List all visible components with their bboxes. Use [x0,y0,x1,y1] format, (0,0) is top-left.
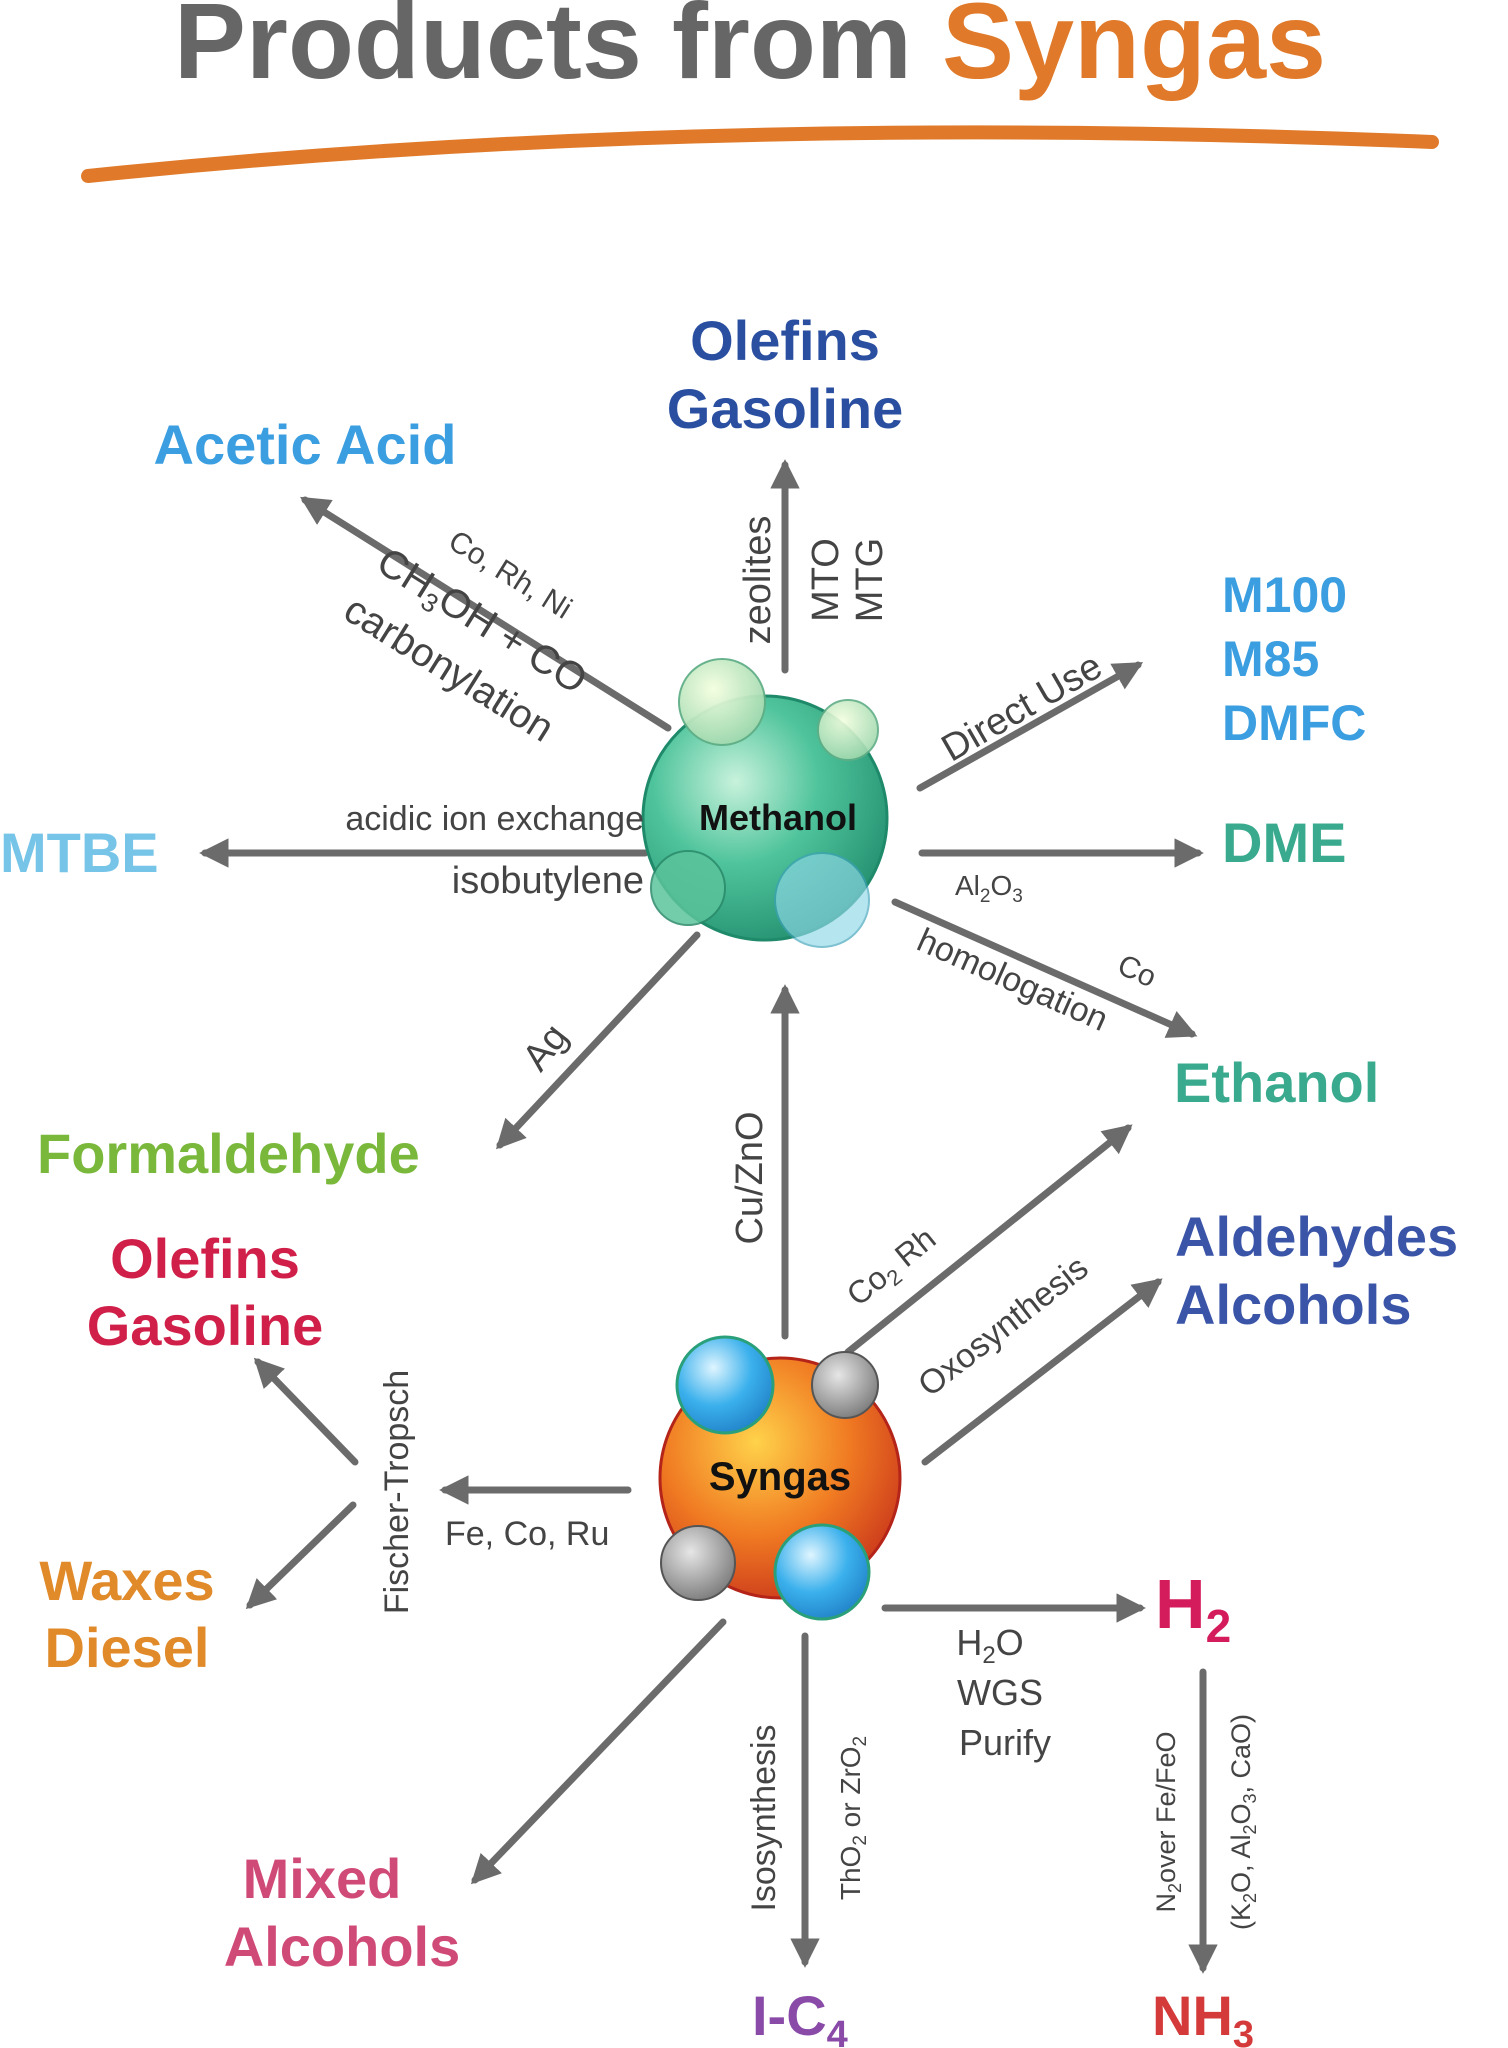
product-acetic-acid: Acetic Acid [154,413,457,476]
product-formaldehyde: Formaldehyde [37,1122,420,1185]
product-olefins-top: Olefins [690,309,880,372]
product-alcohols-mixed: Alcohols [224,1915,460,1978]
product-nh3: NH3 [1152,1984,1254,2048]
label-h2o: H2O [956,1622,1023,1669]
arrow-syngas-to-mixed-alcohols [470,1618,727,1885]
methanol-bubble [678,658,766,746]
label-tho2-zro2: ThO2 or ZrO2 [835,1736,871,1900]
label-acidic-ion-exchange: acidic ion exchange [345,800,644,838]
label-zeolites: zeolites [737,516,779,645]
syngas-blue-particle [675,1335,775,1435]
title-part-gray: Products from [174,0,942,101]
syngas-gray-particle [660,1525,736,1601]
product-m85: M85 [1222,631,1319,687]
label-isobutylene: isobutylene [452,860,644,902]
label-fe-co-ru: Fe, Co, Ru [445,1515,609,1553]
arrow-methanol-to-ethanol [891,898,1198,1038]
page-title: Products from Syngas [174,0,1326,101]
title-underline [81,125,1439,183]
syngas-gray-particle [811,1351,879,1419]
label-homologation: homologation [911,921,1113,1039]
methanol-bubble [817,699,879,761]
syngas-node: Syngas [658,1335,902,1621]
label-wgs: WGS [957,1672,1043,1713]
label-purify: Purify [959,1722,1051,1763]
product-alcohols: Alcohols [1175,1273,1411,1336]
methanol-bubble [650,850,726,926]
product-waxes: Waxes [39,1549,214,1612]
label-co: Co [1113,948,1161,994]
methanol-bubble [774,852,870,948]
arrow-methanol-to-m100 [916,661,1144,792]
product-gasoline-top: Gasoline [667,377,904,440]
label-k2o-al2o3-cao: (K2O, Al2O3, CaO) [1226,1714,1260,1930]
arrow-methanol-to-formaldehyde [495,931,701,1150]
label-direct-use: Direct Use [935,645,1110,770]
label-mto: MTO [805,538,847,622]
label-cu-zno: Cu/ZnO [729,1111,771,1244]
label-fischer-tropsch: Fischer-Tropsch [378,1370,416,1614]
product-gasoline-left: Gasoline [87,1294,324,1357]
syngas-label: Syngas [709,1455,851,1499]
arrow-syngas-to-ethanol [844,1124,1133,1356]
label-co2-rh: Co2 Rh [840,1220,946,1317]
label-al2o3: Al2O3 [955,870,1023,907]
arrow-ft-to-waxes-diesel [245,1501,357,1610]
product-ethanol: Ethanol [1174,1051,1379,1114]
arrows-layer [199,459,1218,1974]
product-ic4: I-C4 [752,1984,848,2048]
product-m100: M100 [1222,567,1347,623]
product-h2: H2 [1155,1565,1231,1652]
product-diesel: Diesel [45,1616,210,1679]
methanol-node: Methanol [641,658,889,948]
title-part-orange: Syngas [942,0,1326,101]
product-aldehydes: Aldehydes [1175,1205,1458,1268]
arrow-ft-to-olefins-gasoline [253,1357,359,1466]
label-oxosynthesis: Oxosynthesis [911,1249,1095,1405]
product-dmfc: DMFC [1222,695,1366,751]
label-isosynthesis: Isosynthesis [745,1724,783,1911]
product-mixed: Mixed [243,1847,402,1910]
product-dme: DME [1222,811,1346,874]
label-mtg: MTG [849,538,891,622]
label-n2-over-fe-feo: N2over Fe/FeO [1151,1731,1185,1912]
arrow-methanol-to-acetic-acid [300,496,672,732]
syngas-blue-particle [773,1523,871,1621]
product-olefins-left: Olefins [110,1227,300,1290]
arrow-syngas-to-aldehydes [921,1278,1163,1466]
methanol-label: Methanol [699,797,857,838]
products-layer: Olefins Gasoline Acetic Acid M100 M85 DM… [0,309,1458,2048]
product-mtbe: MTBE [0,821,159,884]
